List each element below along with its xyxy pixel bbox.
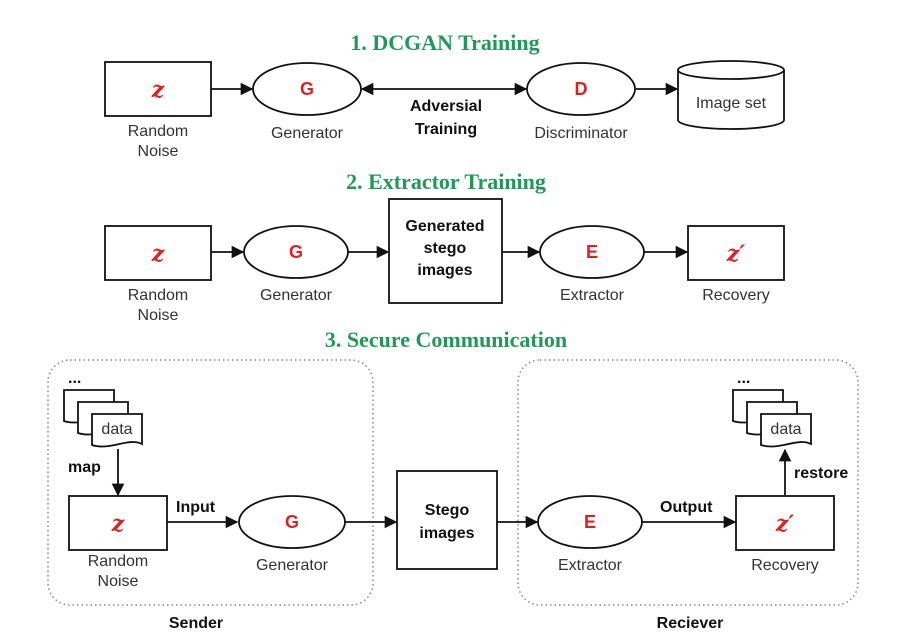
random-noise-label: Random	[88, 553, 148, 570]
section-title-dcgan: 1. DCGAN Training	[350, 30, 539, 55]
data-label: data	[770, 421, 801, 438]
z-symbol: z	[151, 77, 165, 103]
z-symbol: z	[151, 241, 165, 267]
z-prime-symbol: z′	[775, 511, 794, 537]
generator-label: Generator	[271, 125, 344, 142]
generated-stego-label: images	[417, 262, 472, 279]
random-noise-label: Random	[128, 287, 188, 304]
z-symbol: z	[111, 511, 125, 537]
random-noise-label: Noise	[138, 307, 179, 324]
input-label: Input	[176, 499, 216, 516]
recovery-label: Recovery	[751, 557, 819, 574]
random-noise-box: z	[104, 61, 212, 117]
data-label: data	[101, 421, 132, 438]
generator-symbol: G	[285, 512, 299, 532]
generator-node: G	[238, 495, 346, 549]
random-noise-label: Noise	[98, 573, 139, 590]
receiver-label: Reciever	[657, 615, 724, 632]
generator-symbol: G	[289, 242, 303, 262]
sender-group	[47, 359, 374, 606]
extractor-label: Extractor	[560, 287, 625, 304]
data-documents-icon: ... data	[732, 370, 812, 448]
image-set-cylinder: Image set	[677, 60, 785, 130]
extractor-symbol: E	[586, 242, 598, 262]
random-noise-label: Noise	[138, 143, 179, 160]
generated-stego-label: stego	[424, 240, 467, 257]
z-prime-symbol: z′	[726, 241, 745, 267]
recovery-box: z′	[735, 495, 835, 551]
generated-stego-images-box: Generated stego images	[388, 198, 503, 304]
section-title-secure-communication: 3. Secure Communication	[325, 327, 567, 352]
discriminator-label: Discriminator	[534, 125, 628, 142]
generator-label: Generator	[256, 557, 329, 574]
random-noise-label: Random	[128, 123, 188, 140]
generator-node: G	[243, 225, 349, 279]
adversarial-label: Adversial	[410, 98, 482, 115]
stego-images-label: images	[419, 525, 474, 542]
extractor-label: Extractor	[558, 557, 623, 574]
restore-label: restore	[794, 465, 848, 482]
ellipsis-label: ...	[737, 370, 750, 387]
extractor-symbol: E	[584, 512, 596, 532]
map-label: map	[68, 459, 101, 476]
generator-node: G	[252, 62, 362, 116]
ellipsis-label: ...	[68, 370, 81, 387]
image-set-label: Image set	[696, 95, 767, 112]
adversarial-label: Training	[415, 121, 477, 138]
data-documents-icon: ... data	[63, 370, 143, 448]
output-label: Output	[660, 499, 713, 516]
generated-stego-label: Generated	[405, 218, 484, 235]
recovery-box: z′	[687, 225, 785, 281]
recovery-label: Recovery	[702, 287, 770, 304]
stego-images-box: Stego images	[396, 470, 498, 570]
extractor-node: E	[539, 225, 645, 279]
generator-symbol: G	[300, 79, 314, 99]
generator-label: Generator	[260, 287, 333, 304]
section-title-extractor: 2. Extractor Training	[346, 169, 546, 194]
random-noise-box: z	[104, 225, 212, 281]
stego-images-label: Stego	[425, 502, 470, 519]
random-noise-box: z	[68, 495, 168, 551]
sender-label: Sender	[169, 615, 223, 632]
discriminator-node: D	[526, 62, 636, 116]
discriminator-symbol: D	[575, 79, 588, 99]
extractor-node: E	[537, 495, 643, 549]
